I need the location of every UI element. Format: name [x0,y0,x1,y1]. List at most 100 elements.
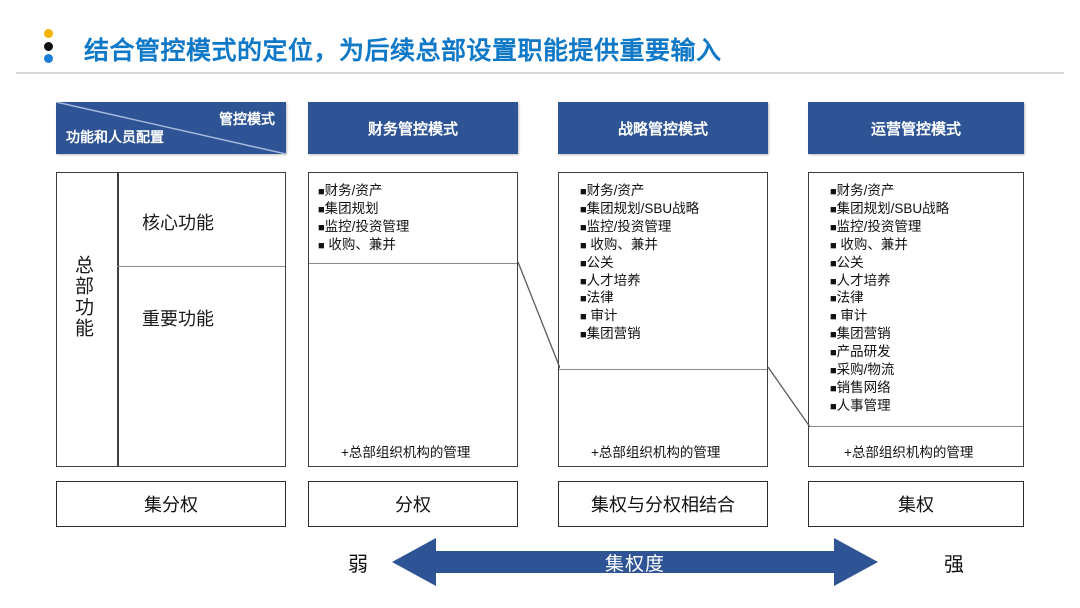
square-bullet-icon: ■ [830,221,837,234]
list-item-label: 采购/物流 [836,362,895,378]
list-item-label: 集团规划/SBU战略 [836,200,950,216]
list-item-label: 法律 [836,290,864,306]
corner-header-top-right-label: 管控模式 [219,111,275,127]
footnote-operational: +总部组织机构的管理 [844,445,974,460]
list-item: ■销售网络 [830,380,949,398]
scale-label-weak: 弱 [348,554,368,576]
square-bullet-icon: ■ [830,293,837,306]
corner-header-bottom-left-label: 功能和人员配置 [66,129,164,145]
list-item-label: 人才培养 [586,272,641,288]
list-item: ■产品研发 [830,344,949,362]
square-bullet-icon: ■ [830,347,837,360]
square-bullet-icon: ■ [830,329,837,342]
list-item: ■集团规划 [318,201,409,219]
list-item-label: 集团营销 [586,326,641,342]
cell-list-financial: ■财务/资产■集团规划■监控/投资管理■ 收购、兼并 [318,183,409,255]
list-item-label: 收购、兼并 [586,236,658,252]
footnote-strategic: +总部组织机构的管理 [591,445,721,460]
list-item: ■人才培养 [580,273,699,291]
row-group-label-hq-function: 总部功能 [72,255,93,339]
scale-center-label: 集权度 [604,553,665,575]
column-header-operational: 运营管控模式 [808,102,1024,154]
list-item-label: 审计 [836,308,868,324]
list-item: ■人事管理 [830,398,949,416]
row-label-core-function: 核心功能 [142,213,214,233]
column-header-strategic: 战略管控模式 [558,102,768,154]
square-bullet-icon: ■ [580,329,587,342]
cell-list-strategic: ■财务/资产■集团规划/SBU战略■监控/投资管理■ 收购、兼并■公关■人才培养… [580,183,699,344]
square-bullet-icon: ■ [318,186,325,198]
list-item: ■法律 [580,290,699,308]
footer-box-strategic: 集权与分权相结合 [558,481,768,527]
list-item-label: 人事管理 [836,397,891,413]
function-panel-vertical-divider [117,173,119,466]
matrix-corner-header: 管控模式 功能和人员配置 [56,102,286,154]
footer-box-operational: 集权 [808,481,1024,527]
list-item: ■财务/资产 [318,183,409,201]
list-item: ■公关 [580,255,699,273]
cell-panel-strategic [558,172,768,467]
double-headed-arrow-icon [392,538,878,586]
list-item-label: 集团规划 [324,200,379,216]
footer-box-corner: 集分权 [56,481,286,527]
square-bullet-icon: ■ [580,186,587,198]
square-bullet-icon: ■ [580,275,587,288]
square-bullet-icon: ■ [830,257,837,270]
list-item: ■ 收购、兼并 [830,237,949,255]
yellow-dot-icon [43,29,53,38]
list-item: ■ 收购、兼并 [318,237,409,255]
row-label-important-function: 重要功能 [142,309,214,329]
list-item: ■人才培养 [830,273,949,291]
square-bullet-icon: ■ [830,203,837,216]
list-item-label: 财务/资产 [324,183,383,198]
list-item: ■ 审计 [580,308,699,326]
column-header-financial: 财务管控模式 [308,102,518,154]
list-item-label: 公关 [586,254,614,270]
list-item-label: 监控/投资管理 [836,218,922,234]
function-panel-row-divider [117,266,285,268]
list-item-label: 监控/投资管理 [324,218,410,234]
connector-financial-to-strategic [518,261,560,369]
financial-panel-row-divider [309,263,517,265]
square-bullet-icon: ■ [830,311,837,324]
square-bullet-icon: ■ [580,293,587,306]
list-item: ■ 收购、兼并 [580,237,699,255]
square-bullet-icon: ■ [318,221,325,234]
list-item: ■公关 [830,255,949,273]
connector-strategic-to-operational [768,366,810,428]
function-category-panel [56,172,286,467]
list-item: ■集团规划/SBU战略 [580,201,699,219]
black-dot-icon [43,41,53,51]
square-bullet-icon: ■ [580,221,587,234]
list-item-label: 产品研发 [836,344,891,360]
list-item-label: 销售网络 [836,379,891,395]
square-bullet-icon: ■ [830,382,837,395]
operational-panel-row-divider [809,426,1023,428]
footer-box-financial: 分权 [308,481,518,527]
square-bullet-icon: ■ [830,365,837,378]
cell-panel-operational [808,172,1024,467]
scale-label-strong: 强 [944,554,964,576]
list-item-label: 监控/投资管理 [586,218,672,234]
list-item-label: 法律 [586,290,614,306]
list-item: ■集团营销 [830,326,949,344]
list-item: ■财务/资产 [830,183,949,201]
list-item-label: 集团营销 [836,326,891,342]
square-bullet-icon: ■ [580,311,587,324]
square-bullet-icon: ■ [830,239,837,252]
list-item: ■ 审计 [830,308,949,326]
square-bullet-icon: ■ [580,239,587,252]
list-item: ■监控/投资管理 [318,219,409,237]
centralization-scale-arrow: 集权度 [392,538,878,586]
square-bullet-icon: ■ [830,275,837,288]
square-bullet-icon: ■ [830,400,837,413]
list-item: ■财务/资产 [580,183,699,201]
blue-dot-icon [43,54,53,63]
square-bullet-icon: ■ [580,203,587,216]
list-item: ■监控/投资管理 [830,219,949,237]
strategic-panel-row-divider [559,369,767,371]
list-item-label: 集团规划/SBU战略 [586,200,700,216]
square-bullet-icon: ■ [830,186,837,198]
title-dot-decoration [42,29,54,63]
